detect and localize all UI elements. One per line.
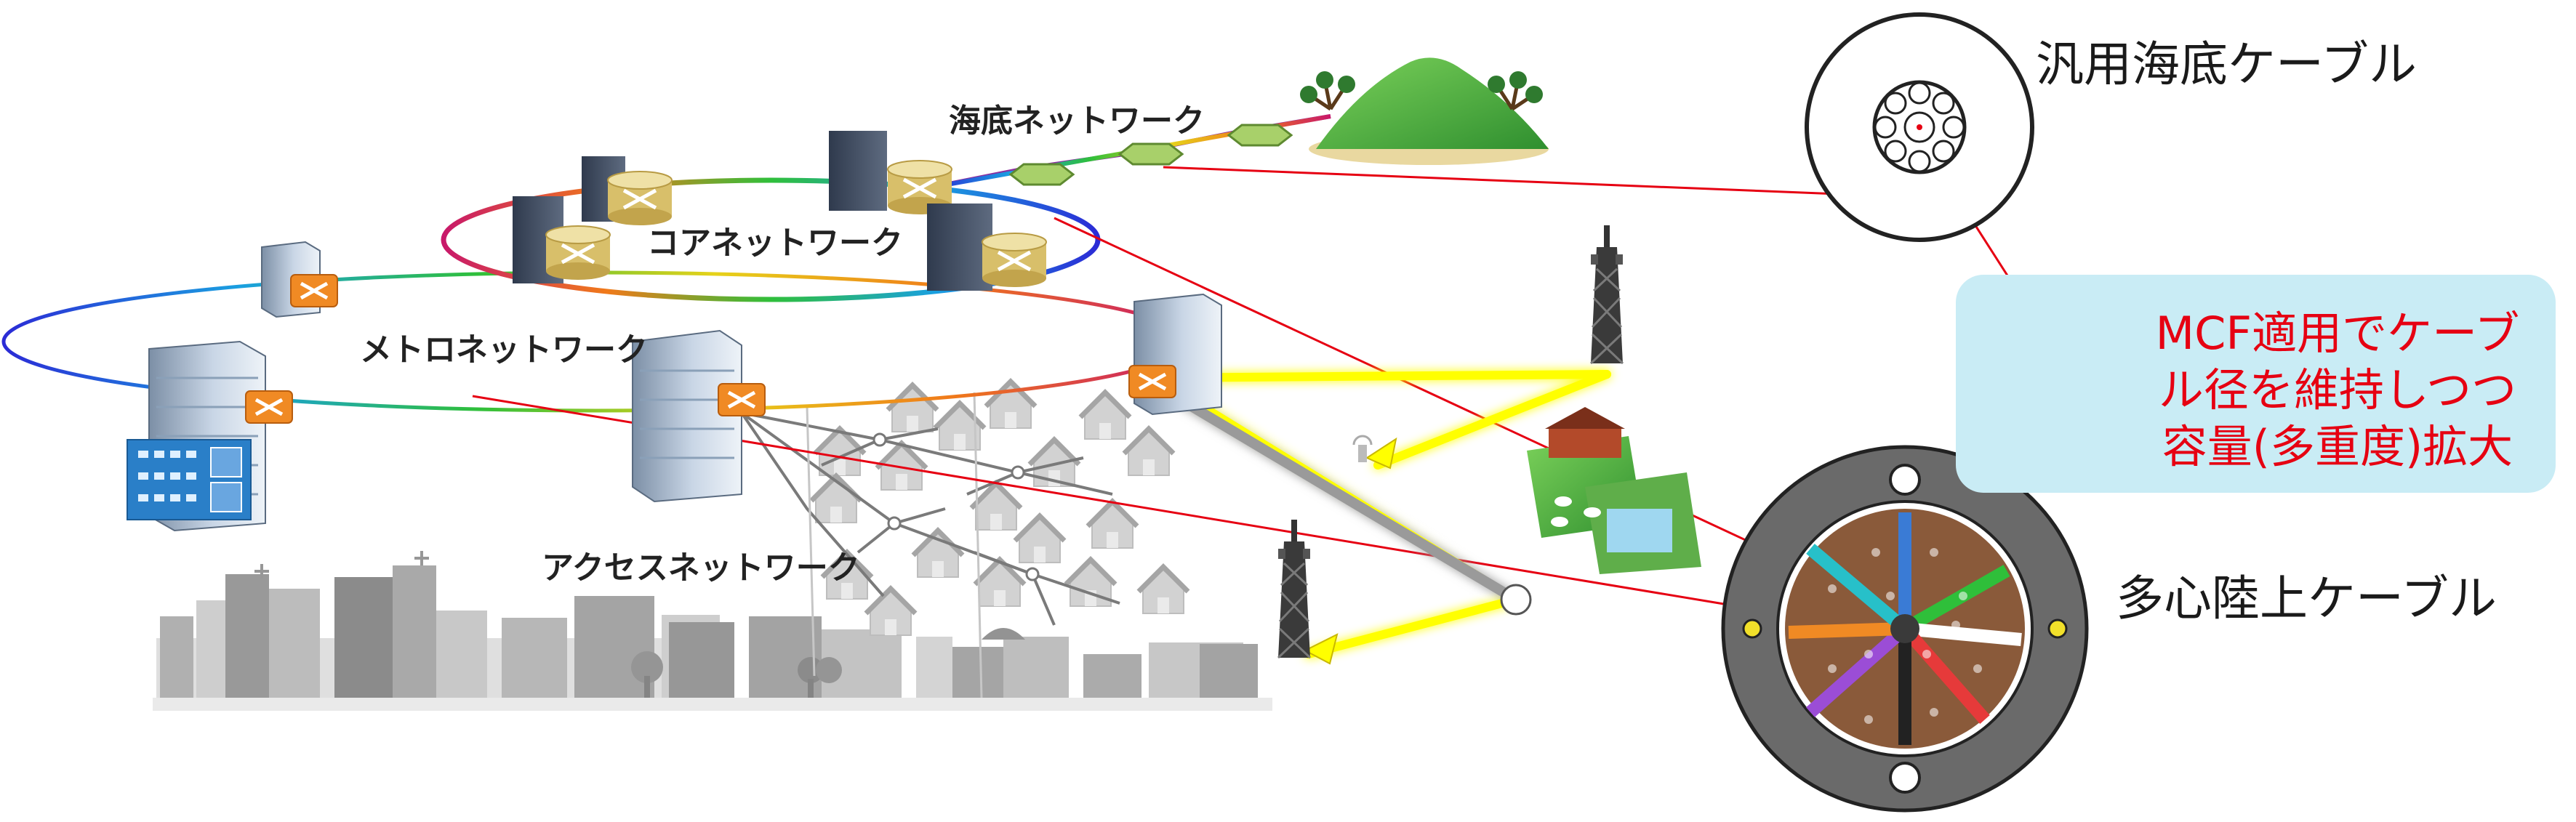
land-cable-cross-section xyxy=(1721,445,2089,813)
wireless-links xyxy=(1151,370,1611,658)
office-building xyxy=(127,340,292,532)
core-ring xyxy=(441,177,1101,302)
small-antenna-icon xyxy=(1352,435,1373,462)
residential-houses xyxy=(811,382,1188,635)
rural-area xyxy=(1527,407,1701,574)
submarine-link xyxy=(930,114,1331,190)
cell-tower-icon xyxy=(1589,224,1624,365)
submarine-network-label: 海底ネットワーク xyxy=(949,102,1205,140)
callout-line-2: ル径を維持しつつ xyxy=(2158,363,2517,416)
metro-network-label: メトロネットワーク xyxy=(360,331,648,368)
multicore-land-cable-label: 多心陸上ケーブル xyxy=(2116,571,2497,626)
small-metro-building xyxy=(261,241,337,318)
callout-line-1: MCF適用でケーブ xyxy=(2155,307,2520,360)
mcf-callout-box xyxy=(1956,275,2556,493)
island xyxy=(1300,57,1549,165)
core-network-label: コアネットワーク xyxy=(647,225,903,262)
callout-line-3: 容量(多重度)拡大 xyxy=(2162,420,2513,473)
edge-building xyxy=(1129,293,1222,416)
metro-building xyxy=(632,329,765,503)
mcf-callout-text: MCF適用でケーブ ル径を維持しつつ 容量(多重度)拡大 xyxy=(2130,305,2545,475)
submarine-cable-cross-section xyxy=(1805,12,2034,242)
general-submarine-cable-label: 汎用海底ケーブル xyxy=(2036,36,2417,92)
splitter-node xyxy=(1500,584,1532,616)
cell-tower-icon xyxy=(1277,518,1312,659)
access-network-label: アクセスネットワーク xyxy=(542,549,860,587)
core-datacenters xyxy=(513,131,1046,291)
city-skyline xyxy=(153,551,1272,711)
access-fiber-tree xyxy=(740,392,1120,698)
